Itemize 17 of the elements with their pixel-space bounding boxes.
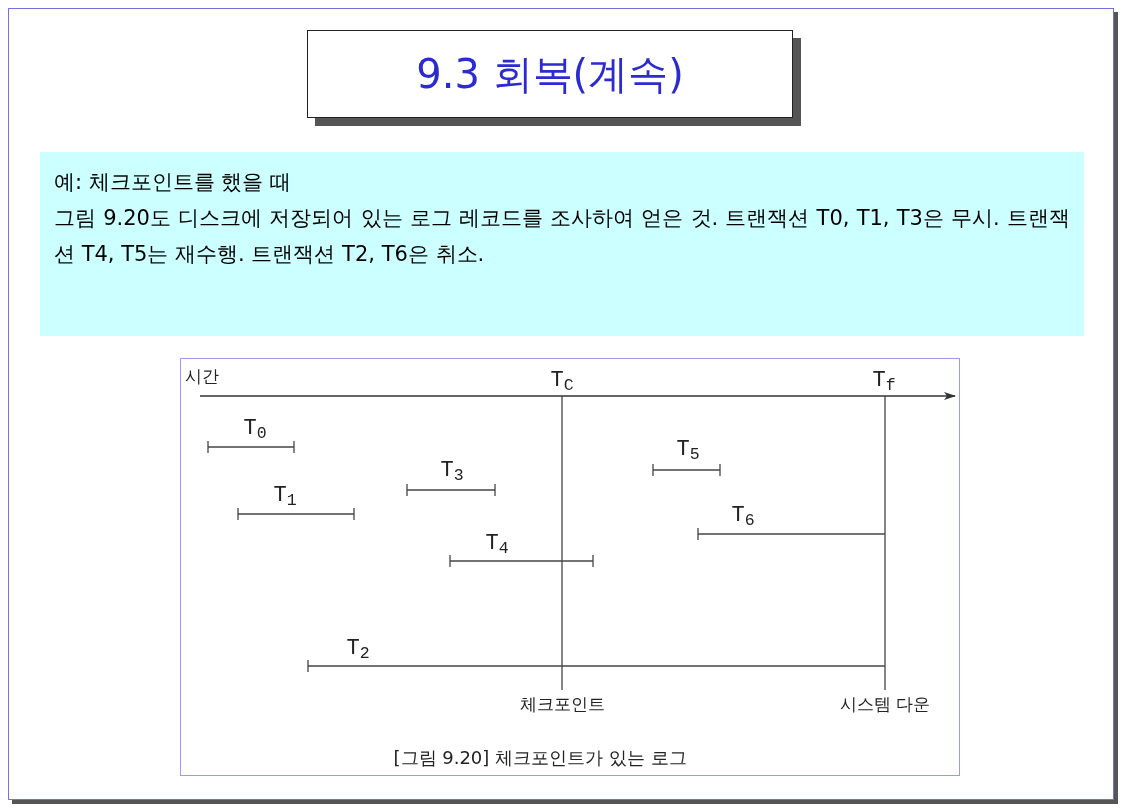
transaction-label: T$_{3}$ bbox=[440, 456, 464, 487]
transaction-label: T$_{1}$ bbox=[273, 481, 297, 512]
event-label: 시스템 다운 bbox=[839, 693, 931, 717]
panel-paragraph: 그림 9.20도 디스크에 저장되어 있는 로그 레코드를 조사하여 얻은 것. 트랜잭션 T0, T1, T3은 무시. 트랜잭션 T4, T5는 재수행. 트랜잭션 T2, T6은 취소. bbox=[54, 205, 1070, 268]
panel-heading: 예: 체크포인트를 했을 때 bbox=[54, 169, 293, 196]
info-panel bbox=[40, 152, 1084, 336]
time-mark: T$_{C}$ bbox=[550, 366, 574, 397]
transaction-label: T$_{2}$ bbox=[346, 634, 370, 665]
axis-label: 시간 bbox=[185, 365, 219, 389]
transaction-label: T$_{6}$ bbox=[731, 501, 755, 532]
transaction-label: T$_{0}$ bbox=[243, 414, 267, 445]
figure-caption: [그림 9.20] 체크포인트가 있는 로그 bbox=[393, 745, 687, 770]
slide-title: 9.3 회복(계속) bbox=[416, 50, 684, 99]
event-label: 체크포인트 bbox=[519, 693, 605, 717]
transaction-label: T$_{4}$ bbox=[485, 529, 509, 560]
time-mark: T$_{f}$ bbox=[872, 366, 896, 397]
transaction-label: T$_{5}$ bbox=[676, 435, 700, 466]
